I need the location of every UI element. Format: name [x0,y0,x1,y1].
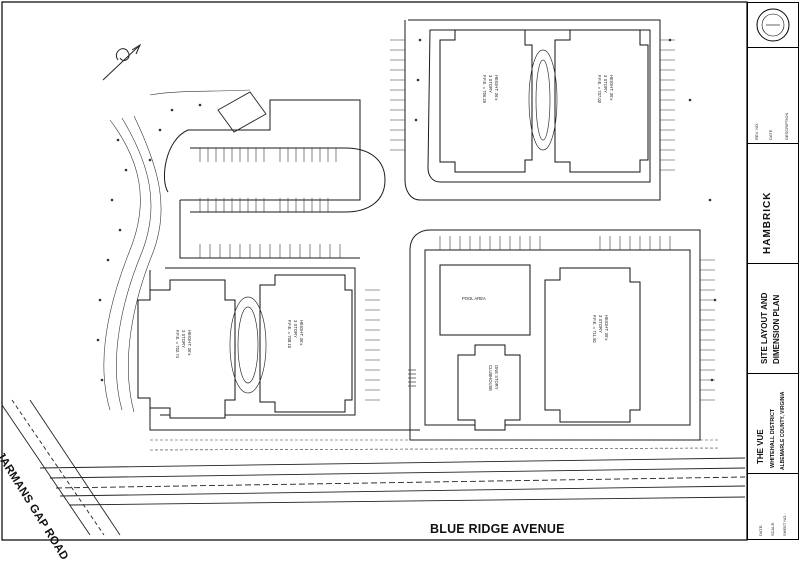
svg-text:F.F.E. = 702.74: F.F.E. = 702.74 [175,330,180,359]
svg-text:F.F.E. = 708.10: F.F.E. = 708.10 [287,320,292,349]
svg-text:ONE STORY: ONE STORY [494,365,499,390]
svg-text:CLUBHOUSE: CLUBHOUSE [488,365,493,391]
svg-text:HEIGHT: 36'±: HEIGHT: 36'± [187,330,192,356]
sheet-title-block: SITE LAYOUT AND DIMENSION PLAN [748,263,798,373]
county-name: ALBEMARLE COUNTY, VIRGINIA [780,391,786,470]
svg-text:3 STORY: 3 STORY [293,320,298,338]
svg-text:3 STORY: 3 STORY [598,315,603,333]
date-label: DATE: [758,524,763,536]
svg-text:3 STORY: 3 STORY [181,330,186,348]
building-c [439,29,533,173]
district-name: WHITEHALL DISTRICT [770,408,776,468]
crosswalk-hatch [408,369,416,387]
sheet-title-line2: DIMENSION PLAN [772,294,781,364]
north-arrow-icon [102,43,142,81]
svg-text:HEIGHT: 36'±: HEIGHT: 36'± [604,315,609,341]
parking-stalls [199,39,715,401]
project-block: THE VUE WHITEHALL DISTRICT ALBEMARLE COU… [748,373,798,473]
revision-block: REV. NO. DATE DESCRIPTION [748,47,798,143]
buildings [137,29,649,431]
title-block: REV. NO. DATE DESCRIPTION HAMBRICK SITE … [747,2,799,540]
svg-text:F.F.E. = 707.00: F.F.E. = 707.00 [597,75,602,104]
building-annotations: HEIGHT: 36'± 3 STORY F.F.E. = 702.74 HEI… [175,75,614,391]
svg-text:3 STORY: 3 STORY [603,75,608,93]
sidewalks [149,439,721,451]
svg-text:HEIGHT: 36'±: HEIGHT: 36'± [494,75,499,101]
sheet-title-line1: SITE LAYOUT AND [760,292,769,364]
project-name: THE VUE [756,429,765,464]
blue-ridge-avenue-label: BLUE RIDGE AVENUE [430,522,565,536]
building-b [259,274,353,413]
courtyards [229,49,558,394]
svg-text:HEIGHT: 36'±: HEIGHT: 36'± [609,75,614,101]
svg-text:HEIGHT: 36'±: HEIGHT: 36'± [299,320,304,346]
engineer-seal-icon [756,8,790,42]
sheet-number-label: SHEET NO.: [782,513,787,536]
building-a [137,279,236,419]
date-header: DATE [768,129,773,140]
svg-text:3 STORY: 3 STORY [488,75,493,93]
description-header: DESCRIPTION [784,112,789,140]
svg-text:F.F.E. = 711.50: F.F.E. = 711.50 [592,315,597,343]
building-e [544,267,641,423]
firm-block: HAMBRICK [748,143,798,263]
pool-area [439,264,531,336]
building-clubhouse [457,344,521,431]
rev-header: REV. NO. [754,122,759,140]
building-d [554,29,649,173]
svg-text:POOL AREA: POOL AREA [462,296,486,301]
site-plan-drawing: HEIGHT: 36'± 3 STORY F.F.E. = 702.74 HEI… [1,1,748,541]
topo-lines [103,89,251,413]
firm-name: HAMBRICK [762,191,773,254]
scale-label: SCALE: [770,521,775,536]
blue-ridge-avenue-road [39,457,746,506]
existing-structure [217,91,267,133]
sheet-info-block: DATE: SCALE: SHEET NO.: [748,473,798,539]
svg-text:F.F.E. = 706.25: F.F.E. = 706.25 [482,75,487,104]
